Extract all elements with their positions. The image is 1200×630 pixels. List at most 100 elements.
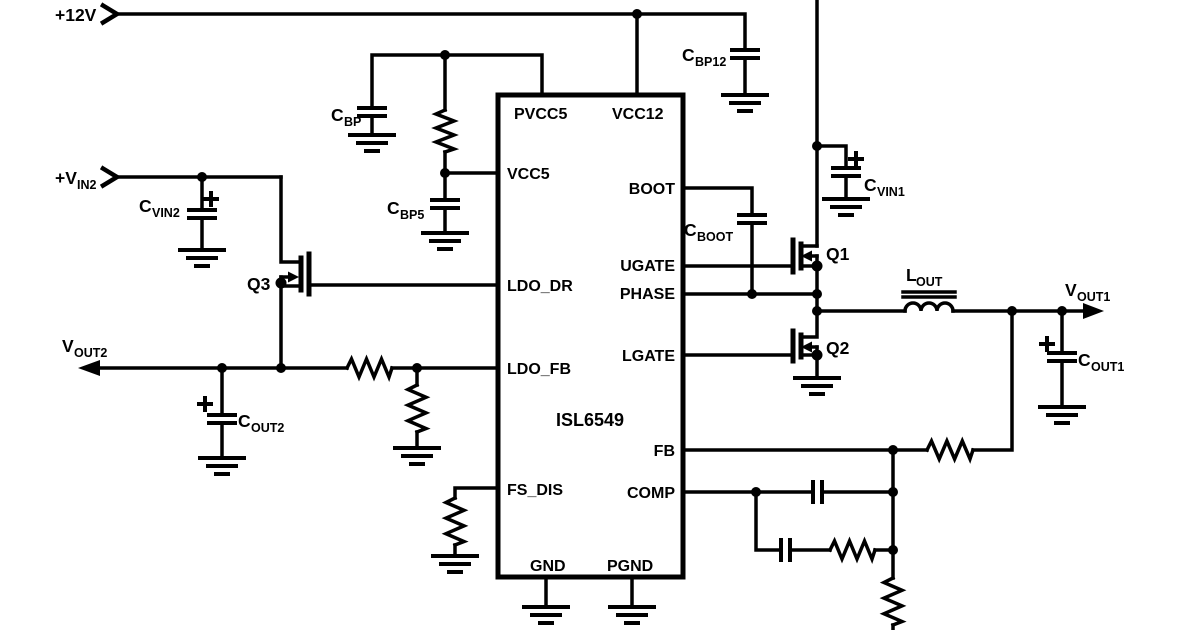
inductor-coil-icon bbox=[903, 301, 955, 313]
junction-dots bbox=[197, 9, 1067, 555]
ground-icon bbox=[822, 197, 870, 217]
pin-fb: FB bbox=[654, 443, 675, 460]
cap-cbp12 bbox=[721, 48, 769, 113]
ground-icon bbox=[608, 605, 656, 625]
net-fb bbox=[681, 309, 1014, 464]
svg-text:VIN2: VIN2 bbox=[152, 206, 180, 220]
svg-text:OUT1: OUT1 bbox=[1091, 360, 1124, 374]
ground-icon bbox=[198, 456, 246, 476]
ground-icon bbox=[431, 554, 479, 574]
svg-text:+V: +V bbox=[55, 168, 77, 188]
pin-boot: BOOT bbox=[629, 181, 675, 198]
svg-text:C: C bbox=[331, 105, 344, 125]
ground-icon bbox=[522, 605, 570, 625]
lout-label: L OUT bbox=[906, 265, 943, 289]
ground-icon bbox=[721, 93, 769, 113]
svg-text:V: V bbox=[62, 336, 74, 356]
cboot-label: C BOOT bbox=[684, 220, 733, 244]
net-pvcc5 bbox=[370, 53, 544, 110]
svg-text:C: C bbox=[238, 411, 251, 431]
plus-sign bbox=[203, 191, 219, 207]
net-gnd bbox=[522, 575, 570, 625]
pin-gnd: GND bbox=[530, 558, 566, 575]
pin-lgate: LGATE bbox=[622, 348, 675, 365]
pin-ldo-fb: LDO_FB bbox=[507, 361, 571, 378]
resistor-icon bbox=[403, 382, 431, 435]
svg-text:BP12: BP12 bbox=[695, 55, 726, 69]
pin-vcc12: VCC12 bbox=[612, 106, 664, 123]
svg-text:BOOT: BOOT bbox=[697, 230, 733, 244]
ground-icon bbox=[793, 376, 841, 396]
svg-text:C: C bbox=[139, 196, 152, 216]
net-pgnd bbox=[608, 575, 656, 625]
cvin1-label: C VIN1 bbox=[864, 175, 905, 199]
svg-text:V: V bbox=[1065, 280, 1077, 300]
plus-sign bbox=[1039, 336, 1055, 352]
resistor-icon bbox=[879, 575, 907, 628]
mosfet-arrow-icon bbox=[288, 271, 299, 283]
output-arrow-icon bbox=[1083, 303, 1104, 319]
cout2-label: C OUT2 bbox=[238, 411, 284, 435]
svg-text:OUT2: OUT2 bbox=[74, 346, 107, 360]
svg-text:OUT2: OUT2 bbox=[251, 421, 284, 435]
cap-cout1 bbox=[1038, 309, 1086, 425]
pin-ugate: UGATE bbox=[620, 258, 675, 275]
inductor-core-icon bbox=[901, 290, 957, 299]
cbp12-label: C BP12 bbox=[682, 45, 726, 69]
svg-text:IN2: IN2 bbox=[77, 178, 97, 192]
mosfet-arrow-icon bbox=[801, 250, 812, 262]
pin-comp: COMP bbox=[627, 485, 675, 502]
resistor-icon bbox=[344, 354, 395, 382]
vout1-label: V OUT1 bbox=[1065, 280, 1110, 304]
ground-icon bbox=[178, 248, 226, 268]
pin-ldo-dr: LDO_DR bbox=[507, 278, 573, 295]
resistor-icon bbox=[827, 536, 878, 564]
svg-text:BP: BP bbox=[344, 115, 361, 129]
plus-sign bbox=[197, 396, 213, 412]
q2-label: Q2 bbox=[826, 338, 850, 358]
net-boot bbox=[681, 186, 754, 217]
vin2-label: +V IN2 bbox=[55, 168, 97, 192]
ldo-fb-divider-resistor bbox=[393, 366, 441, 466]
p12v-label: +12V bbox=[55, 5, 97, 25]
output-arrow-icon bbox=[78, 360, 100, 376]
ic-name: ISL6549 bbox=[556, 410, 624, 430]
resistor-icon bbox=[441, 495, 469, 548]
net-comp bbox=[681, 448, 907, 630]
svg-text:C: C bbox=[682, 45, 695, 65]
cap-cvin2 bbox=[178, 175, 226, 268]
svg-text:OUT: OUT bbox=[916, 275, 943, 289]
ground-icon bbox=[421, 231, 469, 251]
ground-icon bbox=[393, 446, 441, 466]
svg-text:C: C bbox=[684, 220, 697, 240]
svg-text:C: C bbox=[864, 175, 877, 195]
ic-body bbox=[495, 92, 686, 580]
cbp-label: C BP bbox=[331, 105, 361, 129]
pin-phase: PHASE bbox=[620, 286, 675, 303]
svg-text:L: L bbox=[906, 265, 917, 285]
plus-sign bbox=[848, 151, 864, 167]
pin-pgnd: PGND bbox=[607, 558, 653, 575]
cvin2-label: C VIN2 bbox=[139, 196, 180, 220]
cout1-label: C OUT1 bbox=[1078, 350, 1124, 374]
svg-text:C: C bbox=[1078, 350, 1091, 370]
svg-text:BP5: BP5 bbox=[400, 208, 424, 222]
svg-text:VIN1: VIN1 bbox=[877, 185, 905, 199]
resistor-icon bbox=[924, 436, 976, 464]
pin-vcc5: VCC5 bbox=[507, 166, 550, 183]
cap-cvin1 bbox=[815, 144, 870, 217]
ground-icon bbox=[348, 133, 396, 153]
net-12v bbox=[99, 2, 747, 97]
pin-fs-dis: FS_DIS bbox=[507, 482, 563, 499]
cbp5-label: C BP5 bbox=[387, 198, 424, 222]
cap-cboot bbox=[737, 213, 767, 296]
q3-label: Q3 bbox=[247, 274, 271, 294]
net-fs-dis bbox=[431, 486, 500, 574]
ground-icon bbox=[1038, 405, 1086, 425]
cap-cout2 bbox=[197, 366, 246, 476]
pin-pvcc5: PVCC5 bbox=[514, 106, 567, 123]
svg-text:OUT1: OUT1 bbox=[1077, 290, 1110, 304]
resistor-icon bbox=[431, 107, 460, 155]
